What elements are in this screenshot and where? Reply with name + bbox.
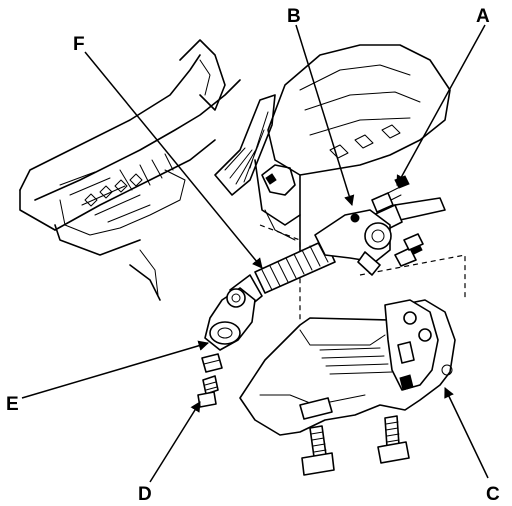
callout-leader-f xyxy=(84,51,263,269)
vehicle-floor-background xyxy=(19,54,241,301)
callout-leader-b xyxy=(295,24,355,207)
callout-leader-d xyxy=(149,401,201,483)
callout-label-e: E xyxy=(6,394,19,415)
upper-joint-flange-b xyxy=(314,209,392,276)
callout-label-a: A xyxy=(476,6,490,27)
reference-dashed-line xyxy=(359,254,466,300)
callout-leader-a xyxy=(396,24,486,186)
callout-label-f: F xyxy=(73,34,85,55)
callout-label-d: D xyxy=(138,484,152,505)
lower-universal-joint-e xyxy=(204,287,256,351)
callout-label-c: C xyxy=(486,484,500,505)
callout-label-b: B xyxy=(287,6,301,27)
callout-leader-e xyxy=(21,340,210,399)
cover-bracket-c xyxy=(239,299,456,436)
bolt-d xyxy=(197,353,223,408)
callout-leader-c xyxy=(444,387,489,479)
bottom-bolts xyxy=(301,415,410,476)
pedal-assembly xyxy=(179,39,276,196)
